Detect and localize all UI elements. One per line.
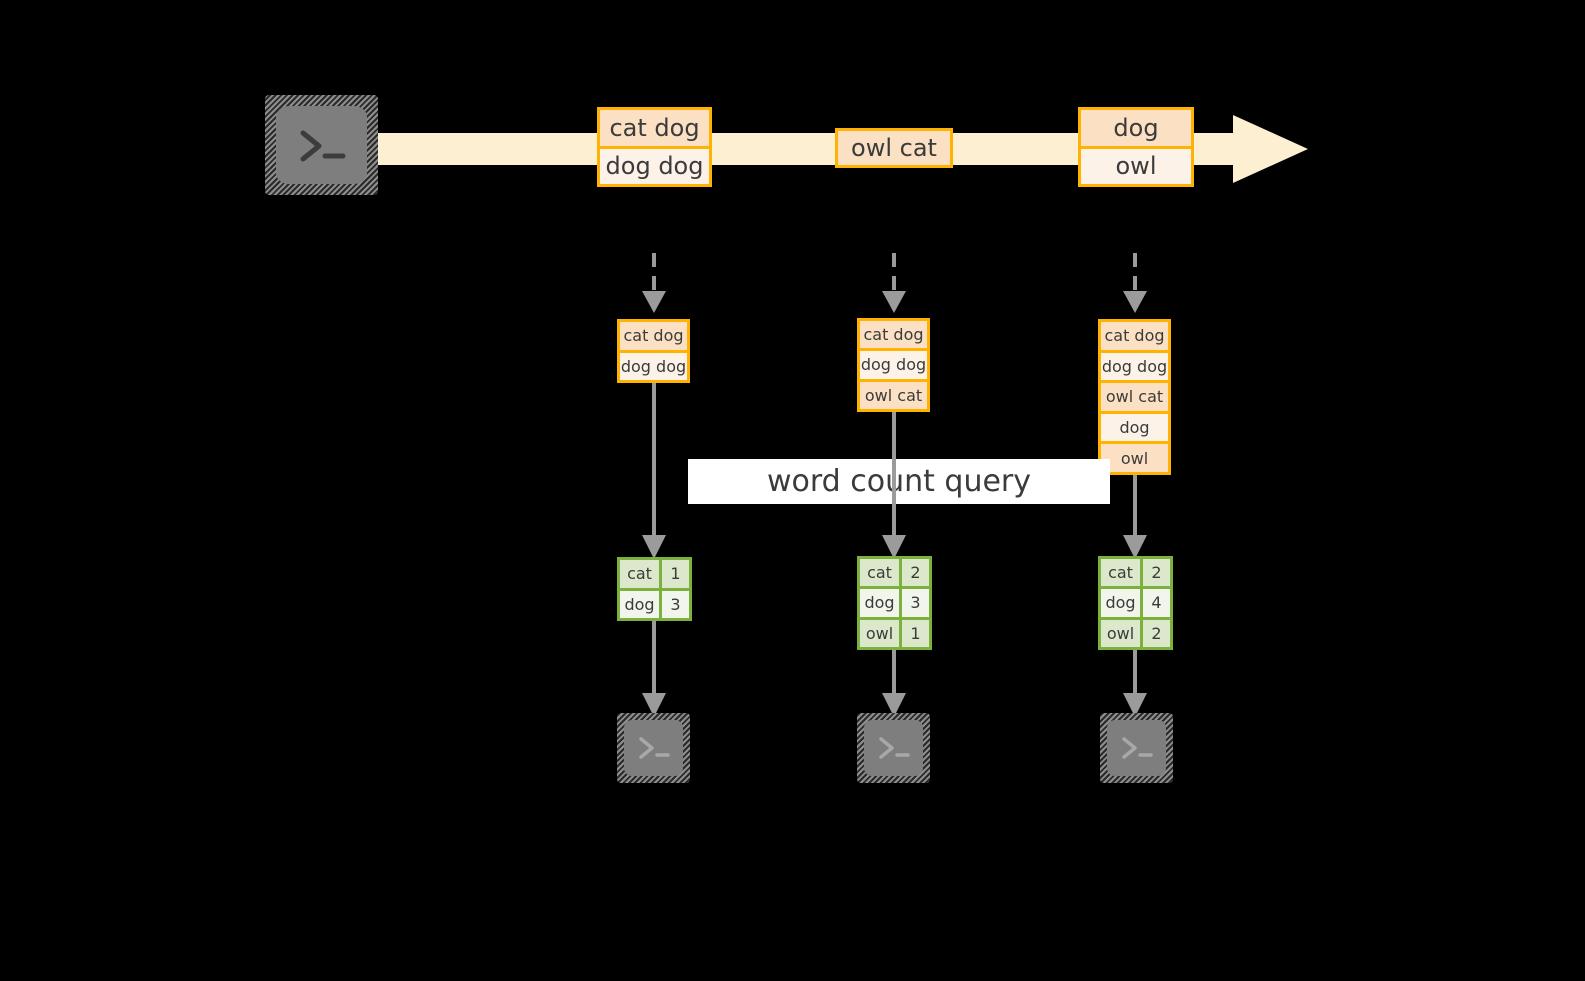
- word-count-query-label: word count query: [766, 464, 1032, 499]
- snapshot-3-record-2: dog dog: [1101, 352, 1168, 384]
- snapshot-3-count-value-2: 4: [1143, 589, 1170, 617]
- terminal-prompt-icon: [1122, 737, 1153, 759]
- stream-message-3-line-2: owl: [1081, 148, 1191, 184]
- snapshot-1-count-row-1: cat 1: [620, 560, 689, 591]
- snapshot-2-connector-over-banner: [892, 459, 896, 504]
- terminal-face: [276, 106, 367, 184]
- snapshot-2-record-3: owl cat: [860, 381, 927, 409]
- snapshot-2-count-value-2: 3: [902, 589, 929, 617]
- terminal-prompt-icon: [879, 737, 910, 759]
- snapshot-2-count-word-3: owl: [860, 619, 902, 647]
- snapshot-2-count-word-2: dog: [860, 589, 902, 617]
- word-count-query-banner: word count query: [688, 459, 1110, 504]
- snapshot-3-count-value-1: 2: [1143, 559, 1170, 587]
- snapshot-1-count-table[interactable]: cat 1 dog 3: [617, 557, 692, 621]
- snapshot-2-record-2: dog dog: [860, 351, 927, 382]
- snapshot-1-consumer-connector: [642, 621, 666, 717]
- terminal-prompt-icon: [639, 737, 670, 759]
- stream-message-1-line-2: dog dog: [600, 148, 709, 184]
- snapshot-1-count-value-2: 3: [662, 590, 689, 618]
- snapshot-1-count-word-1: cat: [620, 560, 662, 588]
- stream-message-1-line-1: cat dog: [600, 110, 709, 149]
- snapshot-1-record-stack[interactable]: cat dog dog dog: [617, 319, 690, 383]
- snapshot-2-consumer-connector: [882, 650, 906, 717]
- snapshot-3-count-word-3: owl: [1101, 619, 1143, 647]
- snapshot-3-consumer-connector: [1123, 650, 1147, 717]
- snapshot-3-query-connector: [1123, 475, 1147, 559]
- snapshot-3-record-4: dog: [1101, 413, 1168, 445]
- snapshot-3-count-row-3: owl 2: [1101, 619, 1170, 647]
- snapshot-1-count-row-2: dog 3: [620, 590, 689, 618]
- snapshot-1-count-word-2: dog: [620, 590, 662, 618]
- snapshot-3-count-row-1: cat 2: [1101, 559, 1170, 590]
- stream-message-2-line-1: owl cat: [838, 131, 950, 165]
- snapshot-1-consumer-terminal-icon[interactable]: [617, 713, 690, 783]
- snapshot-2-count-value-1: 2: [902, 559, 929, 587]
- stream-message-3-line-1: dog: [1081, 110, 1191, 149]
- snapshot-1-connector-over-banner: [652, 459, 656, 504]
- snapshot-3-consumer-terminal-icon[interactable]: [1100, 713, 1173, 783]
- snapshot-1-record-1: cat dog: [620, 322, 687, 353]
- producer-terminal-icon[interactable]: [265, 95, 378, 195]
- snapshot-3-count-table[interactable]: cat 2 dog 4 owl 2: [1098, 556, 1173, 650]
- terminal-prompt-icon: [300, 130, 346, 162]
- snapshot-2-count-row-3: owl 1: [860, 619, 929, 647]
- snapshot-3-count-word-1: cat: [1101, 559, 1143, 587]
- snapshot-1-stream-connector: [642, 253, 666, 313]
- snapshot-3-record-5: owl: [1101, 444, 1168, 472]
- stream-message-2[interactable]: owl cat: [835, 128, 953, 168]
- snapshot-3-count-value-3: 2: [1143, 619, 1170, 647]
- snapshot-3-record-1: cat dog: [1101, 322, 1168, 353]
- snapshot-2-count-table[interactable]: cat 2 dog 3 owl 1: [857, 556, 932, 650]
- snapshot-1-count-value-1: 1: [662, 560, 689, 588]
- snapshot-3-count-row-2: dog 4: [1101, 589, 1170, 620]
- snapshot-1-record-2: dog dog: [620, 352, 687, 380]
- snapshot-2-stream-connector: [882, 253, 906, 313]
- snapshot-3-record-3: owl cat: [1101, 383, 1168, 414]
- snapshot-2-count-row-1: cat 2: [860, 559, 929, 590]
- snapshot-3-count-word-2: dog: [1101, 589, 1143, 617]
- snapshot-2-record-1: cat dog: [860, 321, 927, 352]
- snapshot-2-count-word-1: cat: [860, 559, 902, 587]
- stream-message-1[interactable]: cat dog dog dog: [597, 107, 712, 187]
- snapshot-3-stream-connector: [1123, 253, 1147, 313]
- snapshot-2-count-row-2: dog 3: [860, 589, 929, 620]
- snapshot-2-record-stack[interactable]: cat dog dog dog owl cat: [857, 318, 930, 412]
- snapshot-3-record-stack[interactable]: cat dog dog dog owl cat dog owl: [1098, 319, 1171, 475]
- snapshot-2-consumer-terminal-icon[interactable]: [857, 713, 930, 783]
- snapshot-2-count-value-3: 1: [902, 619, 929, 647]
- stream-message-3[interactable]: dog owl: [1078, 107, 1194, 187]
